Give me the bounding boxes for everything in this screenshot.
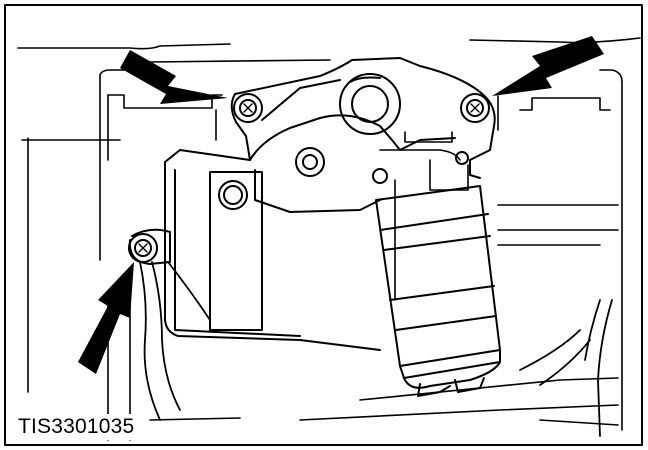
motor-housing: [164, 57, 496, 351]
mounting-bolt-lower-left: [128, 233, 158, 263]
secondary-boss-hole: [302, 154, 318, 170]
figure-border: [4, 4, 643, 446]
mounting-bolt-top-left: [233, 93, 263, 123]
arrow-lower-left: [78, 262, 134, 374]
wiring-harness: [139, 261, 613, 437]
housing-boss: [218, 180, 248, 210]
pivot-boss: [339, 73, 401, 135]
arrow-top-right: [492, 36, 604, 96]
callout-arrows: [78, 36, 604, 374]
mounting-arm: [128, 228, 171, 265]
housing-boss-hole: [223, 185, 243, 205]
linkage-bracket: [379, 131, 469, 301]
secondary-boss: [295, 147, 325, 177]
arrow-top-left: [120, 50, 228, 104]
figure-reference-code: TIS3301035: [16, 414, 141, 440]
linkage-pin-small: [455, 151, 469, 165]
mounting-bolt-top-right: [460, 93, 490, 123]
electric-motor: [375, 185, 501, 397]
linkage-pin: [372, 168, 388, 184]
